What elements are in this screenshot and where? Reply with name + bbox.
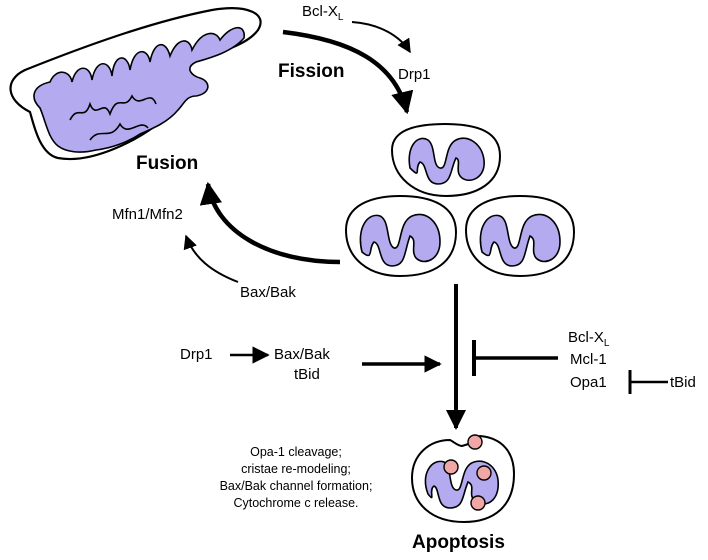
mcl1-label: Mcl-1 xyxy=(570,351,607,368)
fusion-arrow xyxy=(199,181,341,265)
bcl-xl-top-label: Bcl-XL xyxy=(302,3,344,23)
fused-mitochondrion xyxy=(9,7,262,161)
event-item: cristae re-modeling; xyxy=(241,462,351,476)
cytochrome-c-dot xyxy=(467,434,483,450)
cytochrome-c-dot xyxy=(470,495,486,511)
bax-bak-left-label: Bax/Bak xyxy=(240,284,296,301)
opa1-label: Opa1 xyxy=(570,374,607,391)
cytochrome-c-dot xyxy=(476,465,492,481)
event-item: Opa-1 cleavage; xyxy=(250,445,342,459)
apoptotic-mitochondrion xyxy=(410,434,516,524)
apoptotic-events-list: Opa-1 cleavage; cristae re-modeling; Bax… xyxy=(196,444,396,512)
fusion-label: Fusion xyxy=(136,153,199,174)
bclxl-drp1-arrow xyxy=(351,21,411,54)
tbid-right-label: tBid xyxy=(670,374,696,391)
small-mitochondrion-left xyxy=(344,194,458,278)
tbid-mid-label: tBid xyxy=(294,366,320,383)
mfn-label: Mfn1/Mfn2 xyxy=(112,206,183,223)
small-mitochondrion-top xyxy=(390,122,502,198)
event-item: Bax/Bak channel formation; xyxy=(219,479,373,493)
fission-label: Fission xyxy=(278,61,345,82)
drp1-top-label: Drp1 xyxy=(398,66,431,83)
drp1-mid-label: Drp1 xyxy=(180,346,213,363)
cytochrome-c-dot xyxy=(443,459,459,475)
bax-bak-mid-label: Bax/Bak xyxy=(274,346,330,363)
small-mitochondrion-right xyxy=(464,194,576,278)
baxbak-mfn-arrow xyxy=(183,234,239,283)
apoptosis-label: Apoptosis xyxy=(412,532,505,553)
fission-arrow xyxy=(282,29,414,115)
bcl-xl-right-label: Bcl-XL xyxy=(568,329,610,349)
event-item: Cytochrome c release. xyxy=(233,496,359,510)
